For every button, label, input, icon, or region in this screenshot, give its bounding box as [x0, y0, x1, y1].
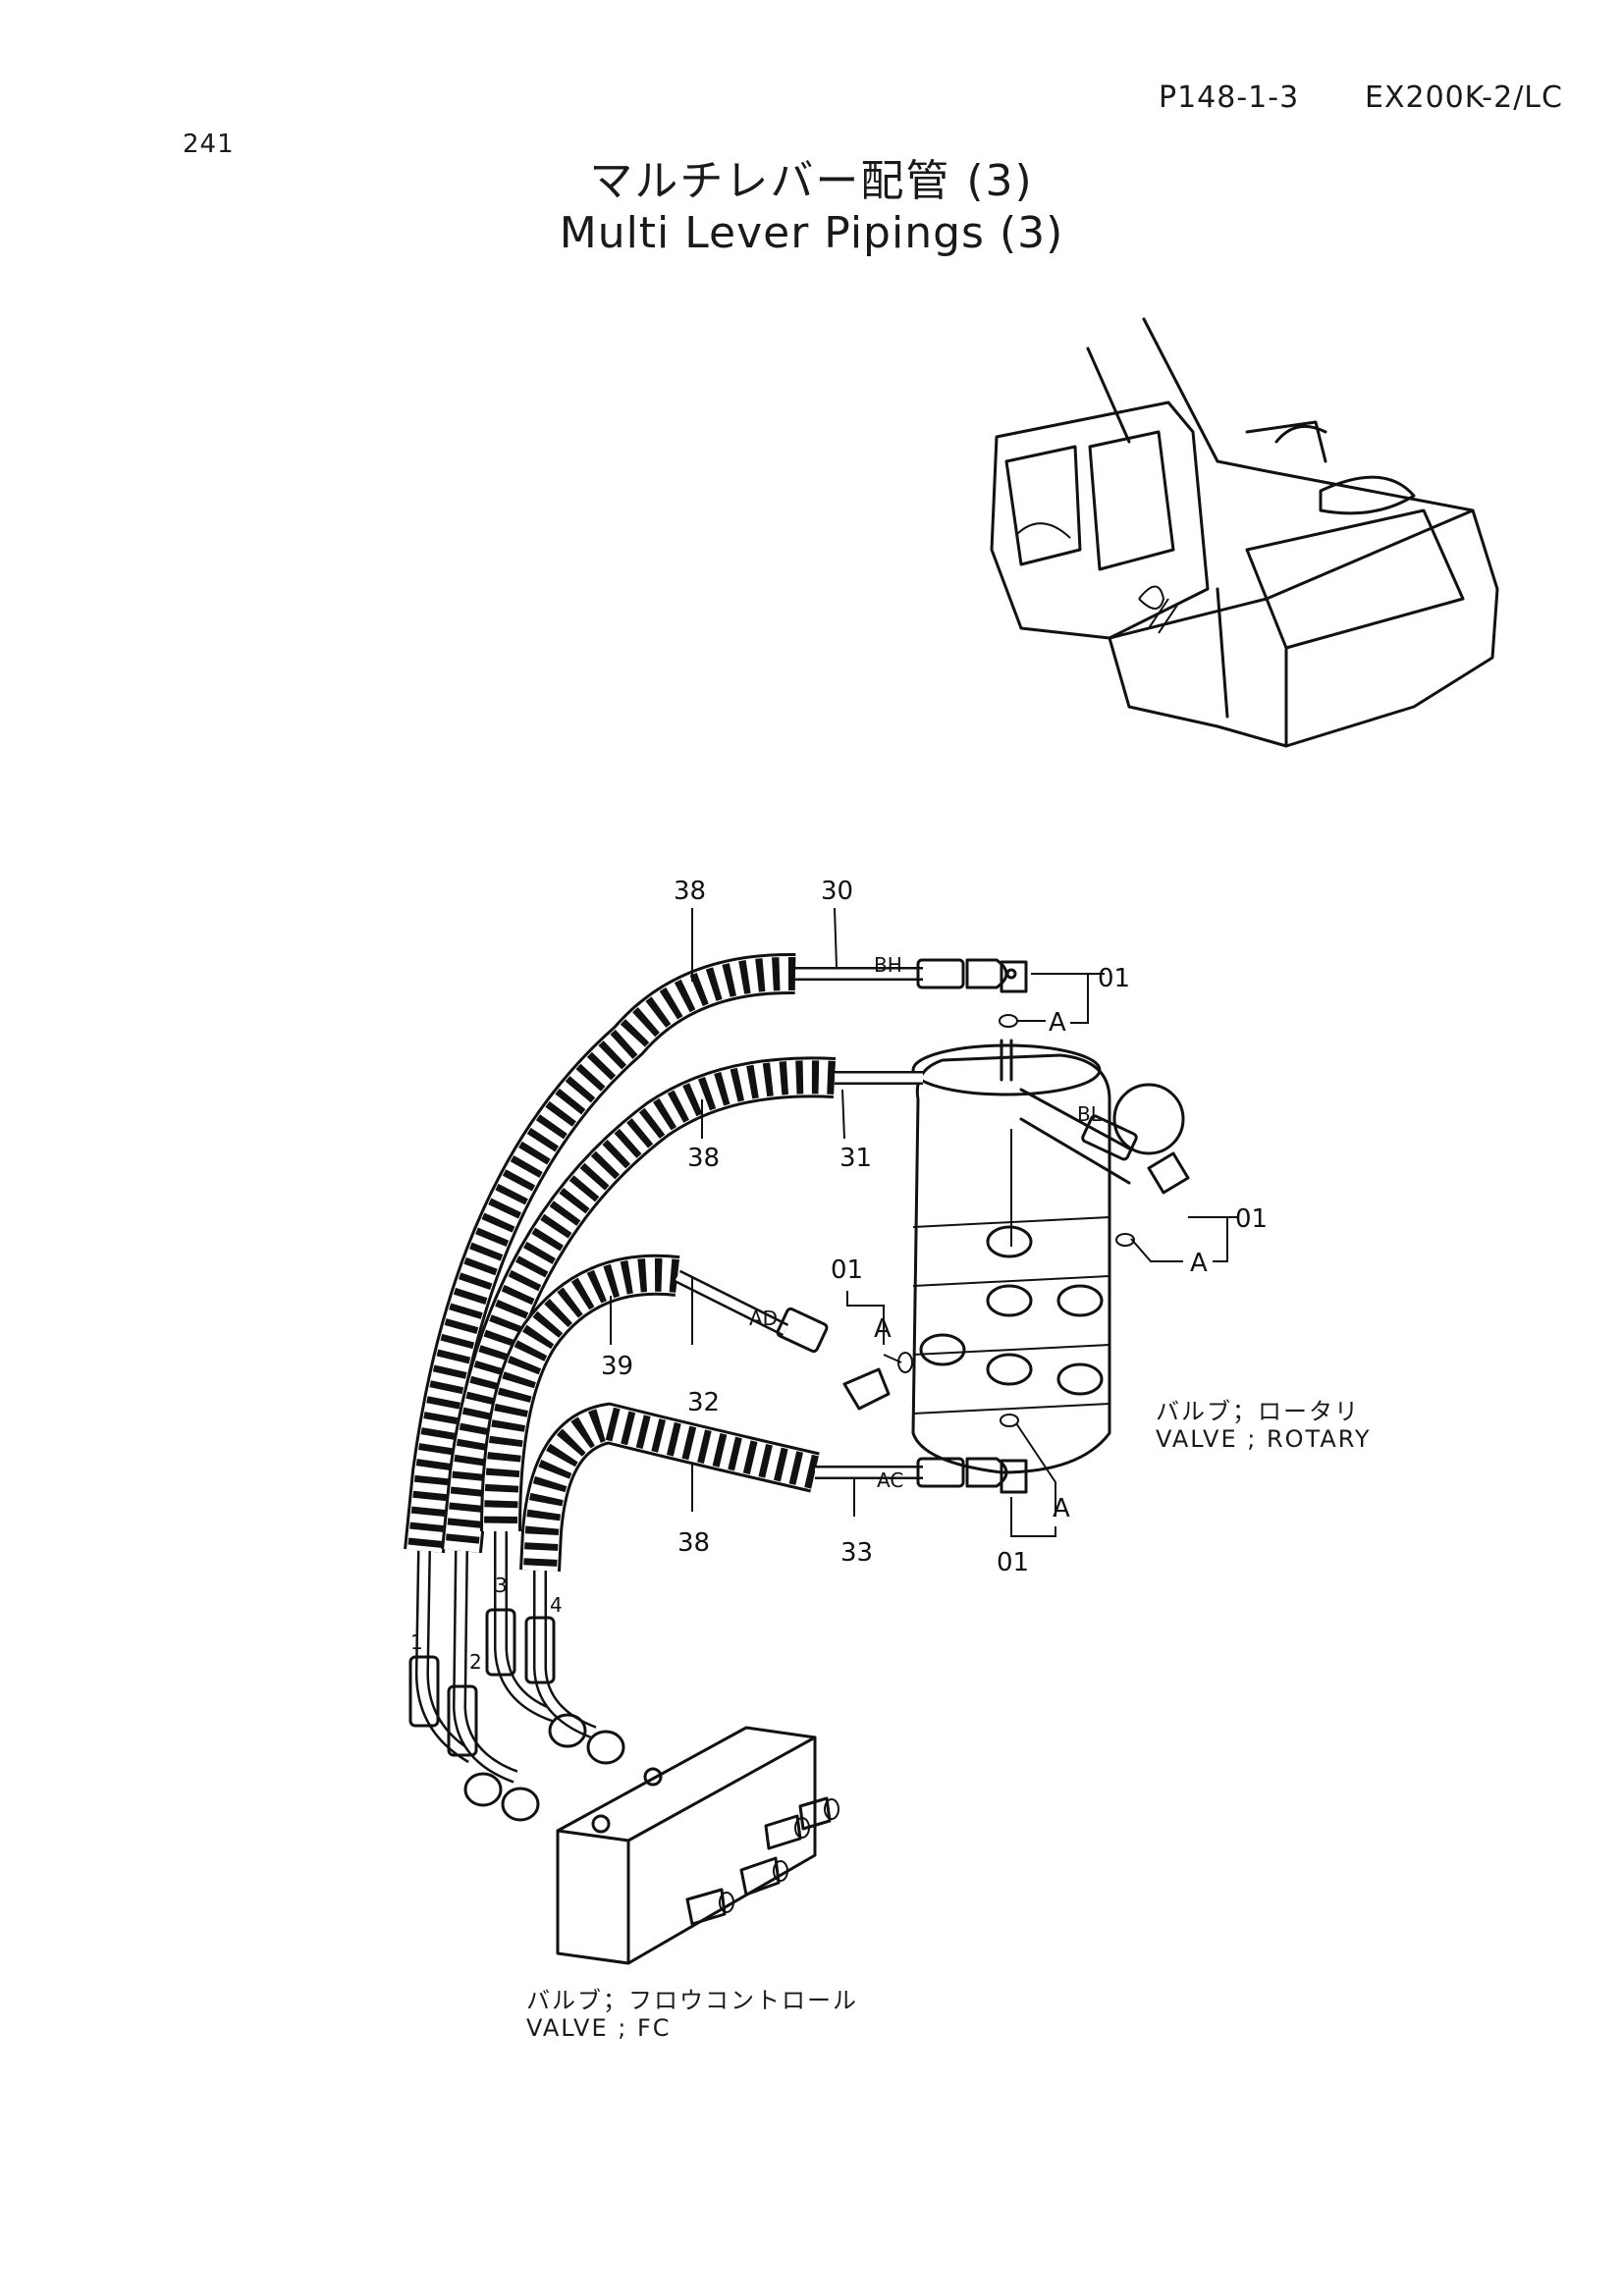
callout-38-top: 38 [674, 877, 706, 906]
port-label-ac: AC [877, 1468, 903, 1492]
callout-01-bottom: 01 [997, 1548, 1029, 1577]
port-label-a2: A [1190, 1249, 1208, 1278]
callout-30: 30 [821, 877, 853, 906]
title-english: Multi Lever Pipings (3) [559, 208, 1064, 258]
title-japanese: マルチレバー配管 (3) [589, 156, 1034, 206]
hose-number-2: 2 [469, 1650, 482, 1674]
callout-01-right: 01 [1235, 1204, 1268, 1234]
port-label-a1: A [1049, 1008, 1066, 1038]
page-code: P148-1-3 [1159, 80, 1300, 115]
hose-assembly [404, 952, 1190, 1822]
page-number: 241 [183, 130, 235, 159]
caption-fc-jp: バルブ；フロウコントロール [526, 1987, 858, 2014]
callout-31: 31 [839, 1144, 872, 1173]
caption-rotary-en: VALVE ; ROTARY [1156, 1425, 1372, 1453]
hose-number-3: 3 [495, 1574, 508, 1597]
caption-fc-en: VALVE ; FC [526, 2014, 672, 2042]
callouts: 38 30 01 38 31 01 01 39 32 38 33 01 BH B… [410, 877, 1268, 1674]
callout-33: 33 [840, 1538, 873, 1568]
hose-number-1: 1 [410, 1630, 423, 1654]
port-label-ad: AD [749, 1307, 778, 1330]
hose-number-4: 4 [550, 1593, 563, 1617]
callout-32: 32 [687, 1388, 720, 1417]
port-label-bl: BL [1077, 1102, 1103, 1126]
caption-rotary-jp: バルブ；ロータリ [1156, 1398, 1360, 1425]
callout-38-mid: 38 [687, 1144, 720, 1173]
model-name: EX200K-2/LC [1365, 80, 1563, 115]
callout-38-low: 38 [677, 1528, 710, 1558]
excavator-thumbnail [990, 317, 1499, 748]
fc-valve [556, 1726, 839, 1965]
callout-01-top: 01 [1098, 964, 1130, 993]
rotary-valve [911, 1039, 1185, 1474]
callout-01-left: 01 [831, 1255, 863, 1285]
port-label-a4: A [1053, 1494, 1070, 1523]
port-label-a3: A [874, 1314, 892, 1344]
port-label-bh: BH [874, 953, 902, 977]
callout-39: 39 [601, 1352, 633, 1381]
leader-lines [610, 907, 1239, 1537]
